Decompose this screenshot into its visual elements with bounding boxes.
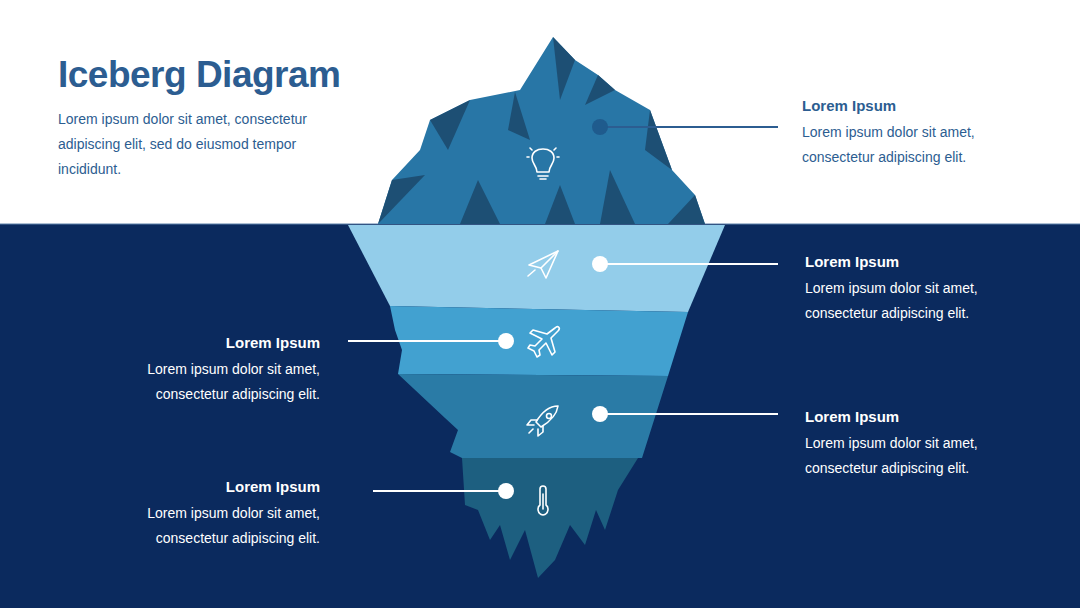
leader-line (348, 340, 506, 342)
callout-heading: Lorem Ipsum (805, 252, 1005, 272)
lightbulb-icon (527, 148, 559, 179)
callout-text: Lorem ipsum dolor sit amet, consectetur … (120, 357, 320, 407)
leader-line (373, 490, 506, 492)
leader-line (600, 263, 778, 265)
intro-text: Lorem ipsum dolor sit amet, consectetur … (58, 107, 348, 182)
callout-text: Lorem ipsum dolor sit amet, consectetur … (805, 431, 1005, 481)
iceberg-band (398, 374, 668, 458)
iceberg-band (462, 458, 638, 578)
iceberg-facet (585, 75, 615, 105)
iceberg-facet (553, 37, 575, 100)
leader-dot (592, 119, 608, 135)
leader-line (600, 413, 778, 415)
iceberg-facet (460, 180, 500, 224)
water-background (0, 224, 1080, 608)
thermometer-icon (538, 486, 548, 515)
diagram-title: Iceberg Diagram (58, 53, 478, 97)
iceberg-facet (545, 185, 575, 224)
paper-plane-icon (528, 251, 558, 278)
callout-heading: Lorem Ipsum (802, 96, 1002, 116)
callout-heading: Lorem Ipsum (805, 407, 1005, 427)
callout-text: Lorem ipsum dolor sit amet, consectetur … (805, 276, 1005, 326)
callout-heading: Lorem Ipsum (120, 333, 320, 353)
leader-dot (498, 333, 514, 349)
iceberg-tip (378, 37, 705, 224)
iceberg-facet (378, 175, 425, 224)
iceberg-facet (645, 110, 672, 170)
leader-line (600, 126, 778, 128)
leader-dot (592, 256, 608, 272)
iceberg-facet (600, 170, 635, 224)
callout-text: Lorem ipsum dolor sit amet, consectetur … (802, 120, 1002, 170)
leader-dot (498, 483, 514, 499)
callout-text: Lorem ipsum dolor sit amet, consectetur … (120, 501, 320, 551)
iceberg-facet (508, 92, 530, 140)
leader-dot (592, 406, 608, 422)
iceberg-band (348, 225, 725, 312)
callout-heading: Lorem Ipsum (120, 477, 320, 497)
airplane-icon (528, 327, 559, 357)
iceberg-facet (430, 100, 470, 150)
iceberg-facet (668, 195, 705, 224)
rocket-icon (527, 406, 558, 436)
